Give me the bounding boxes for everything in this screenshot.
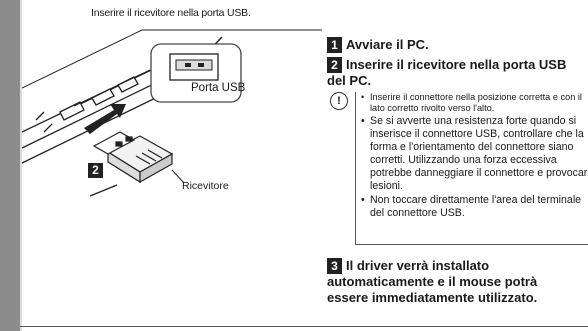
usb-insertion-illustration: Inserire il ricevitore nella porta USB. … bbox=[22, 0, 322, 326]
step-text: Avviare il PC. bbox=[346, 37, 429, 52]
step-text-continued: del PC. bbox=[327, 73, 372, 88]
step-1: 1 Avviare il PC. bbox=[327, 37, 429, 53]
step-number: 2 bbox=[327, 57, 342, 73]
step-text: Inserire il ricevitore nella porta USB bbox=[346, 57, 567, 72]
illustration-drawing bbox=[22, 29, 322, 197]
side-tab-bar bbox=[0, 0, 20, 331]
page-edge bbox=[20, 0, 22, 331]
step-text-continued: essere immediatamente utilizzato. bbox=[327, 290, 538, 305]
illustration-step-badge: 2 bbox=[88, 163, 103, 178]
note-item: Se si avverte una resistenza forte quand… bbox=[361, 115, 588, 193]
receiver-label: Ricevitore bbox=[182, 180, 229, 192]
usb-port-label: Porta USB bbox=[191, 82, 246, 94]
caution-icon: ! bbox=[330, 92, 348, 110]
bottom-rule bbox=[20, 326, 588, 327]
instructions-panel: 1 Avviare il PC. 2 Inserire il ricevitore … bbox=[322, 0, 588, 326]
illustration-caption: Inserire il ricevitore nella porta USB. bbox=[91, 7, 251, 19]
note-item: Inserire il connettore nella posizione c… bbox=[361, 92, 588, 114]
insert-arrow bbox=[84, 104, 126, 134]
notes-box: Inserire il connettore nella posizione c… bbox=[355, 92, 588, 245]
step-number: 1 bbox=[327, 37, 342, 53]
receiver-drawing bbox=[92, 131, 174, 184]
step-3: 3 Il driver verrà installato automaticame… bbox=[327, 258, 537, 306]
note-item: Non toccare direttamente l'area del term… bbox=[361, 194, 588, 220]
usb-slot bbox=[59, 101, 85, 121]
step-text-continued: automaticamente e il mouse potrà bbox=[327, 274, 538, 289]
step-number: 3 bbox=[327, 258, 342, 274]
step-text: Il driver verrà installato bbox=[346, 258, 490, 273]
